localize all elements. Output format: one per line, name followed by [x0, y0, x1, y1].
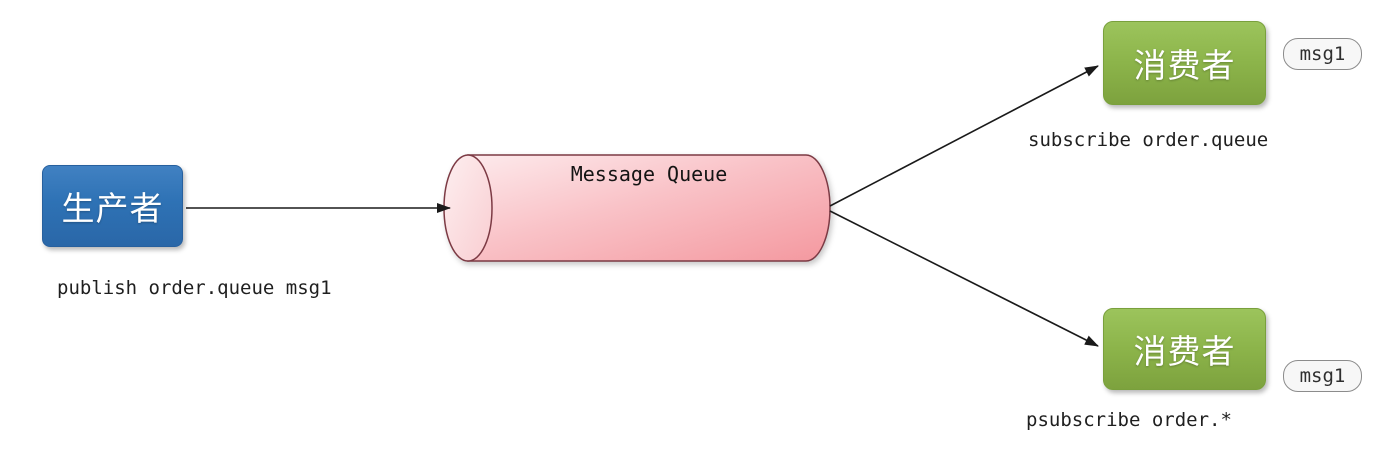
message-badge-bottom: msg1	[1283, 360, 1362, 392]
consumer-bottom-node: 消费者	[1103, 308, 1266, 390]
edge-queue-to-consumer-bottom	[829, 210, 1099, 347]
message-badge-bottom-text: msg1	[1299, 365, 1346, 387]
cylinder-body	[467, 154, 831, 262]
consumer-top-node: 消费者	[1103, 21, 1266, 105]
producer-caption: publish order.queue msg1	[57, 277, 332, 299]
message-queue-label: Message Queue	[570, 162, 728, 186]
message-badge-top: msg1	[1283, 38, 1362, 70]
consumer-top-label: 消费者	[1133, 47, 1236, 84]
message-queue-cylinder	[443, 154, 831, 262]
edge-queue-to-consumer-top	[829, 65, 1099, 207]
producer-node: 生产者	[42, 165, 183, 247]
message-badge-top-text: msg1	[1299, 43, 1346, 65]
consumer-bottom-label: 消费者	[1133, 333, 1236, 370]
producer-label: 生产者	[61, 190, 164, 227]
consumer-top-caption: subscribe order.queue	[1028, 129, 1269, 151]
consumer-bottom-caption: psubscribe order.*	[1026, 409, 1232, 431]
